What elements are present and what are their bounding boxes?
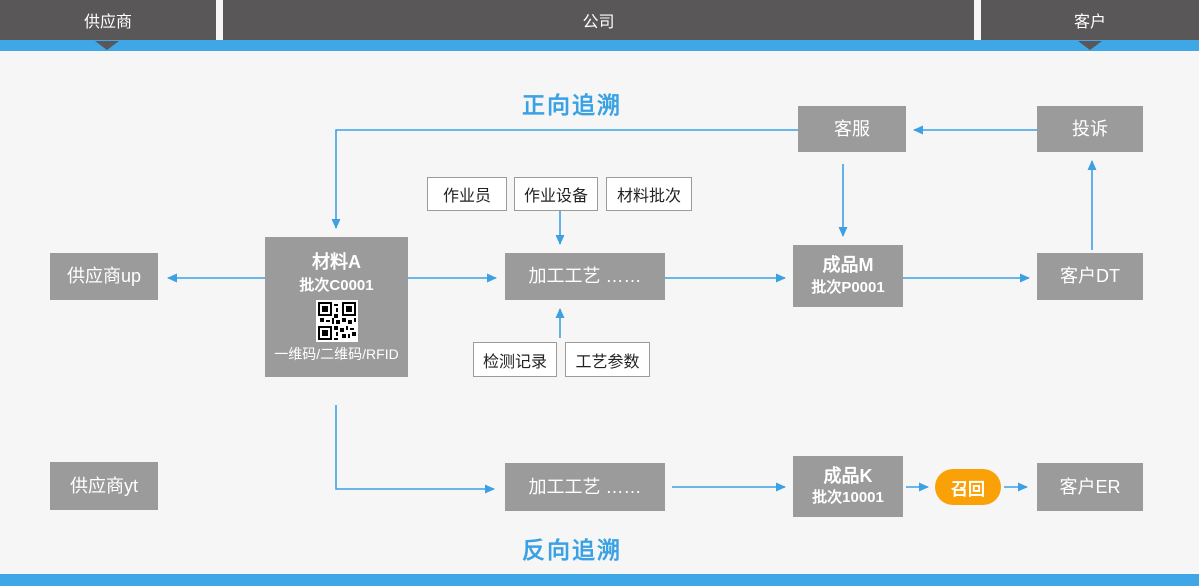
supplier-up-label: 供应商up xyxy=(66,266,142,287)
tag-material-batch-label: 材料批次 xyxy=(616,188,681,205)
topbar-supplier-label: 供应商 xyxy=(83,14,132,31)
product-k-title: 成品K xyxy=(823,465,873,486)
customer-dt-node: 客户DT xyxy=(1037,253,1143,300)
tag-inspection-record-label: 检测记录 xyxy=(482,353,547,371)
material-code-caption: 一维码/二维码/RFID xyxy=(274,345,399,362)
supplier-yt-label: 供应商yt xyxy=(69,475,138,496)
tag-equipment-label: 作业设备 xyxy=(523,188,588,205)
supplier-yt-node: 供应商yt xyxy=(50,462,158,510)
supplier-up-node: 供应商up xyxy=(50,253,158,300)
qr-code-icon xyxy=(315,299,358,342)
topbar-company-label: 公司 xyxy=(582,14,615,31)
tag-operator: 作业员 xyxy=(427,177,507,211)
product-m-batch: 批次P0001 xyxy=(811,278,885,296)
topbar-segment-company: 公司 xyxy=(223,0,974,40)
process-2-label: 加工工艺 …… xyxy=(528,476,642,497)
customer-service-label: 客服 xyxy=(834,118,870,139)
bottom-blue-stripe xyxy=(0,574,1199,586)
tag-equipment: 作业设备 xyxy=(514,177,598,211)
tag-process-params: 工艺参数 xyxy=(565,342,650,377)
topbar-customer-label: 客户 xyxy=(1073,14,1106,31)
top-blue-stripe xyxy=(0,40,1199,51)
tag-operator-label: 作业员 xyxy=(442,188,491,205)
product-k-node: 成品K 批次10001 xyxy=(793,456,903,517)
process-node-1: 加工工艺 …… xyxy=(505,253,665,300)
supplier-pointer-triangle-icon xyxy=(95,41,119,50)
product-m-title: 成品M xyxy=(822,255,874,276)
tag-inspection-record: 检测记录 xyxy=(473,342,557,377)
material-a-title: 材料A xyxy=(312,251,361,272)
material-a-node: 材料A 批次C0001 xyxy=(265,237,408,377)
process-node-2: 加工工艺 …… xyxy=(505,463,665,511)
recall-label: 召回 xyxy=(951,479,985,499)
topbar-segment-customer: 客户 xyxy=(981,0,1199,40)
recall-badge: 召回 xyxy=(935,469,1001,505)
complaint-label: 投诉 xyxy=(1072,118,1108,139)
customer-pointer-triangle-icon xyxy=(1078,41,1102,50)
complaint-node: 投诉 xyxy=(1037,106,1143,152)
customer-er-node: 客户ER xyxy=(1037,463,1143,511)
tag-material-batch: 材料批次 xyxy=(606,177,692,211)
forward-trace-title: 正向追溯 xyxy=(522,92,622,118)
backward-trace-title: 反向追溯 xyxy=(522,537,622,563)
material-a-batch: 批次C0001 xyxy=(299,277,374,295)
product-k-batch: 批次10001 xyxy=(812,489,884,507)
customer-dt-label: 客户DT xyxy=(1060,266,1120,287)
process-1-label: 加工工艺 …… xyxy=(528,266,642,287)
customer-er-label: 客户ER xyxy=(1059,476,1121,497)
product-m-node: 成品M 批次P0001 xyxy=(793,245,903,307)
customer-service-node: 客服 xyxy=(798,106,906,152)
topbar-segment-supplier: 供应商 xyxy=(0,0,216,40)
tag-process-params-label: 工艺参数 xyxy=(575,353,640,371)
